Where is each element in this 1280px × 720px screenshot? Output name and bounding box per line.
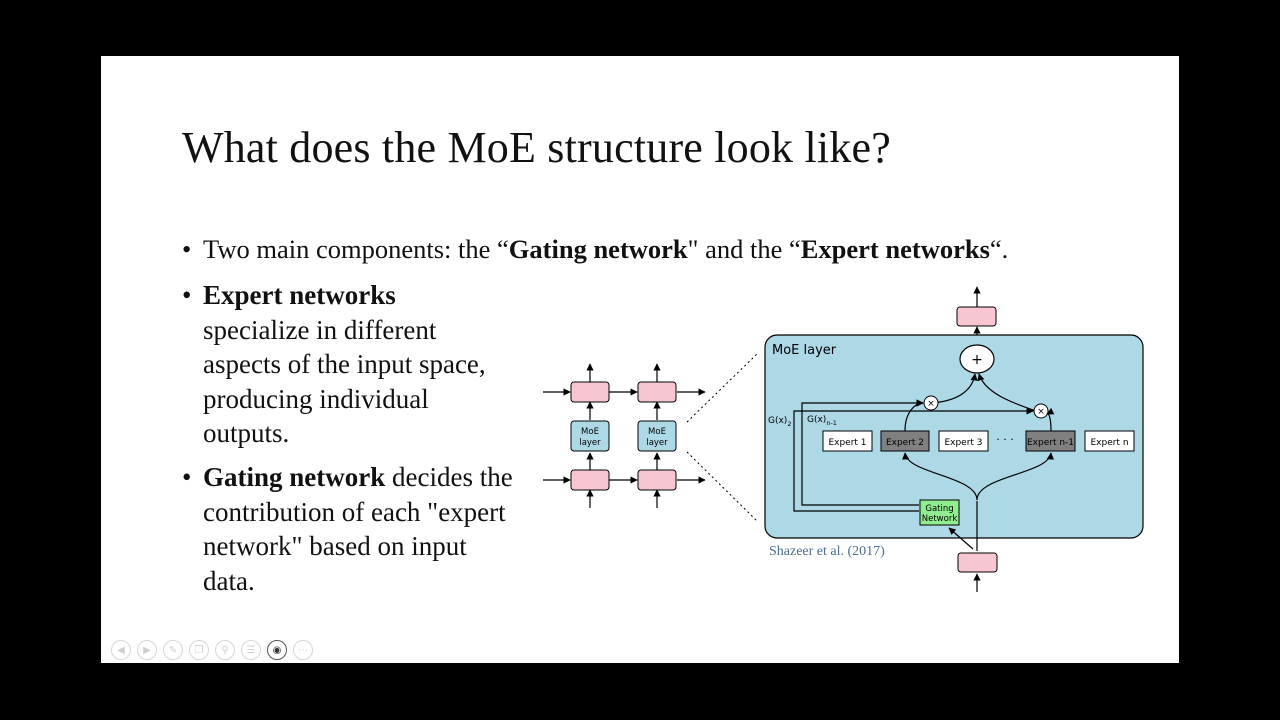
small-moe-label: layer [579, 438, 601, 448]
bullet-expert-networks: • Expert networks specialize in differen… [182, 278, 503, 451]
output-box [956, 306, 997, 327]
input-box [957, 552, 998, 573]
moe-layer-label: MoE layer [772, 343, 837, 358]
bullet-text: “. [989, 234, 1009, 264]
small-overview-diagram: MoE layer MoE layer [543, 353, 758, 522]
more-icon[interactable]: ⋯ [293, 640, 313, 660]
expert-label: Expert n-1 [1027, 438, 1074, 448]
menu-icon[interactable]: ☰ [241, 640, 261, 660]
slide-title: What does the MoE structure look like? [182, 123, 891, 172]
expert-box-3 [938, 430, 989, 452]
expert-box-2 [880, 430, 930, 452]
times-symbol: × [1037, 407, 1045, 417]
small-moe-label: layer [646, 438, 668, 448]
gate-label-text: G(x) [807, 415, 826, 425]
bullet-dot: • [182, 280, 192, 310]
plus-symbol: + [971, 352, 983, 368]
sum-node [959, 344, 995, 374]
small-moe-box [637, 420, 677, 452]
citation: Shazeer et al. (2017) [769, 544, 885, 559]
small-moe-box [570, 420, 610, 452]
expert-label: Expert 3 [944, 438, 982, 448]
bullet-gating-network: • Gating network decides the contributio… [182, 460, 523, 598]
bullet-bold: Expert networks [800, 234, 990, 264]
bullet-bold: Gating network [508, 234, 688, 264]
gate-label-sub: 2 [787, 420, 791, 428]
zoom-icon[interactable]: ⚲ [215, 640, 235, 660]
expert-label: Expert n [1090, 438, 1128, 448]
camera-icon[interactable]: ◉ [267, 640, 287, 660]
expert-label: Expert 2 [886, 438, 924, 448]
presentation-toolbar: ◀ ▶ ✎ ❐ ⚲ ☰ ◉ ⋯ [111, 640, 313, 660]
small-moe-label: MoE [648, 427, 666, 437]
bullet-text: " and the “ [687, 234, 801, 264]
moe-layer-detail: MoE layer + × × G(x)2 G(x)n-1 Expert 1 [764, 286, 1144, 592]
gating-network-box [919, 499, 960, 526]
bullet-text: specialize in different aspects of the i… [203, 314, 486, 449]
multiply-node [923, 395, 939, 411]
bullet-bold: Expert networks [203, 280, 396, 310]
small-moe-label: MoE [581, 427, 599, 437]
bullet-components: • Two main components: the “Gating netwo… [182, 232, 1009, 267]
bullet-dot: • [182, 234, 192, 264]
slide: What does the MoE structure look like? •… [101, 56, 1179, 663]
copy-icon[interactable]: ❐ [189, 640, 209, 660]
gate-label-sub: n-1 [826, 419, 837, 427]
bullet-text: Two main components: the “ [203, 234, 509, 264]
times-symbol: × [927, 399, 935, 409]
gate-label-2: G(x)2 [768, 416, 791, 428]
moe-diagram: MoE layer MoE layer MoE layer + [543, 286, 1144, 592]
bullet-dot: • [182, 462, 192, 492]
gate-label-n-1: G(x)n-1 [807, 415, 837, 427]
prev-icon[interactable]: ◀ [111, 640, 131, 660]
expert-label: Expert 1 [828, 438, 866, 448]
bullet-bold: Gating network [203, 462, 386, 492]
gating-label: Network [922, 514, 958, 524]
expert-box-1 [822, 430, 873, 452]
gating-label: Gating [925, 504, 953, 514]
gate-label-text: G(x) [768, 416, 787, 426]
expert-ellipsis: · · · [996, 433, 1013, 446]
expert-box-n [1084, 430, 1135, 452]
next-icon[interactable]: ▶ [137, 640, 157, 660]
bullet-text: decides the contribution of each "expert… [203, 462, 513, 596]
pen-icon[interactable]: ✎ [163, 640, 183, 660]
expert-box-n-1 [1025, 430, 1076, 452]
